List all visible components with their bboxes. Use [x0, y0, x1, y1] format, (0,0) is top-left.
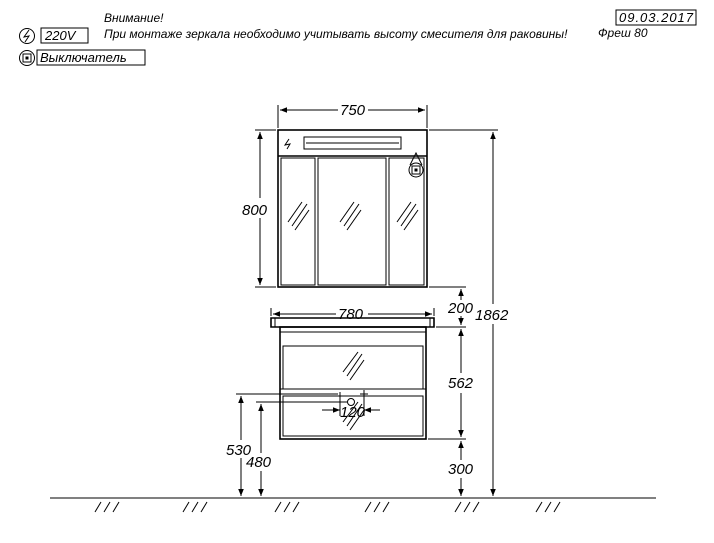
dim-cabinet-height: 562 — [428, 329, 474, 440]
switch-icon — [408, 151, 424, 178]
dim-floor-clearance: 300 — [448, 441, 474, 496]
date-text: 09.03.2017 — [619, 10, 694, 25]
switch-label: Выключатель — [40, 50, 127, 65]
dim-cabinet-width-label: 780 — [338, 306, 364, 323]
legend-switch: Выключатель — [19, 49, 146, 66]
dim-gap: 200 — [429, 286, 474, 328]
dim-cabinet-height-label: 562 — [448, 375, 474, 392]
date-stamp: 09.03.2017 — [615, 9, 697, 26]
lightning-icon — [283, 138, 292, 150]
dim-outlet-spacing-label: 120 — [340, 404, 366, 421]
vanity-unit — [270, 317, 435, 440]
dim-outlet-spacing: 120 — [322, 398, 380, 421]
dim-mirror-width-label: 750 — [340, 102, 366, 119]
dim-total-height: 1862 — [429, 129, 509, 496]
dim-mirror-height: 800 — [242, 129, 276, 288]
model-name: Фреш 80 — [598, 26, 648, 40]
dim-cabinet-width: 780 — [270, 306, 435, 323]
dim-mirror-height-label: 800 — [242, 202, 268, 219]
warning-title: Внимание! — [104, 11, 164, 25]
lightning-icon — [19, 28, 35, 44]
floor-line — [50, 497, 656, 513]
dim-gap-label: 200 — [447, 300, 474, 317]
dim-drain-height: 480 — [246, 401, 347, 496]
dim-outlet-height: 530 — [226, 393, 338, 496]
legend-power: 220V — [19, 27, 89, 44]
dim-drain-height-label: 480 — [246, 454, 272, 471]
mirror-cabinet — [277, 129, 428, 288]
power-label: 220V — [44, 28, 77, 43]
dim-floor-clearance-label: 300 — [448, 461, 474, 478]
warning-text: При монтаже зеркала необходимо учитывать… — [104, 27, 568, 41]
dim-mirror-width: 750 — [277, 102, 428, 128]
switch-icon — [19, 50, 35, 66]
dim-total-height-label: 1862 — [475, 307, 509, 324]
drain-point — [347, 398, 355, 406]
dim-outlet-height-label: 530 — [226, 442, 252, 459]
